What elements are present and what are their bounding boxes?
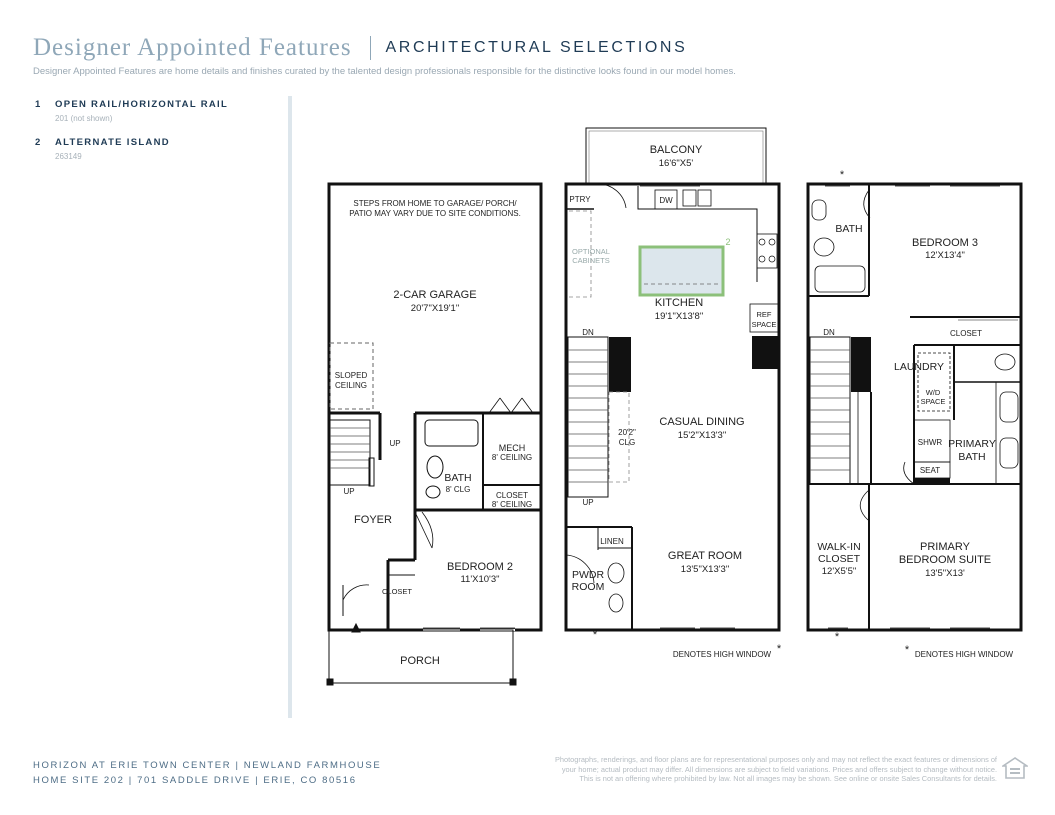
footer-address: HORIZON AT ERIE TOWN CENTER | NEWLAND FA…: [33, 758, 381, 788]
room-name: BALCONY: [650, 144, 703, 156]
high-window-marker: *: [840, 169, 845, 181]
floor-3-labels: * BATH BEDROOM 3 12'X13'4" CLOSET DN LAU…: [817, 169, 1013, 659]
floor-3-outline: [806, 182, 1023, 632]
alternate-island: [638, 245, 725, 297]
legend-label: ALTERNATE ISLAND: [55, 137, 170, 148]
room-dimension: 19'1"X13'8": [655, 311, 703, 322]
room-name: KITCHEN: [655, 297, 703, 309]
appliance-label: SPACE: [752, 320, 777, 329]
legend-number: 1: [35, 99, 41, 110]
appliance-label: REF: [757, 310, 772, 319]
community-name: HORIZON AT ERIE TOWN CENTER | NEWLAND FA…: [33, 760, 382, 771]
room-name: FOYER: [354, 514, 392, 526]
vertical-divider: [288, 96, 292, 718]
floor-1-plan: [326, 182, 543, 686]
steps-note: STEPS FROM HOME TO GARAGE/ PORCH/: [353, 199, 517, 208]
disclaimer-line: This is not an offering where prohibited…: [579, 774, 997, 783]
room-name: GREAT ROOM: [668, 550, 742, 562]
room-name: LINEN: [600, 537, 624, 546]
room-name: CLOSET: [950, 329, 982, 338]
room-name: PTRY: [569, 195, 591, 204]
room-name: CLOSET: [382, 587, 412, 596]
room-name: PWDR: [572, 569, 604, 581]
room-name: PRIMARY: [948, 438, 996, 450]
room-name: CASUAL DINING: [659, 416, 744, 428]
appliance-label: W/D: [926, 388, 941, 397]
room-name: 2-CAR GARAGE: [393, 289, 476, 301]
legend-item: 2 ALTERNATE ISLAND 263149: [35, 137, 275, 161]
floor-2-outline: [564, 182, 781, 632]
appliance-label: DW: [659, 196, 673, 205]
legend-code: 263149: [55, 152, 82, 161]
room-name: PORCH: [400, 655, 440, 667]
steps-note: PATIO MAY VARY DUE TO SITE CONDITIONS.: [349, 209, 521, 218]
room-dimension: 11'X10'3": [460, 574, 499, 585]
high-window-marker: *: [905, 644, 910, 656]
appliance-label: SPACE: [921, 397, 946, 406]
ceiling-note: 8' CEILING: [492, 500, 532, 509]
room-name: BEDROOM 2: [447, 561, 513, 573]
high-window-note: DENOTES HIGH WINDOW: [915, 650, 1014, 659]
ceiling-note: SLOPED: [335, 371, 368, 380]
high-window-marker: *: [835, 631, 840, 643]
room-dimension: 15'2"X13'3": [678, 430, 726, 441]
stair-label: UP: [389, 439, 400, 448]
floor-2-labels: BALCONY 16'6"X5' PTRY DW OPTIONAL CABINE…: [569, 144, 781, 659]
optional-note: CABINETS: [572, 256, 610, 265]
page-title: Designer Appointed Features: [33, 34, 352, 61]
disclaimer-line: your home; actual product may differ. Al…: [561, 764, 997, 774]
floor-3-plan: [806, 182, 1023, 632]
room-name: PRIMARY: [920, 541, 971, 553]
disclaimer-line: Photographs, renderings, and floor plans…: [554, 755, 997, 764]
legend-label: OPEN RAIL/HORIZONTAL RAIL: [55, 99, 229, 110]
room-dimension: 20'7"X19'1": [411, 303, 459, 314]
stair-label: UP: [343, 487, 354, 496]
equal-housing-icon: [1002, 757, 1028, 779]
page-description: Designer Appointed Features are home det…: [33, 66, 736, 77]
island-marker: 2: [725, 237, 730, 247]
room-name: BATH: [444, 472, 471, 484]
room-name: BATH: [835, 223, 862, 235]
stair-label: DN: [582, 328, 594, 337]
optional-note: OPTIONAL: [572, 247, 610, 256]
legend-number: 2: [35, 137, 41, 148]
room-name: BEDROOM 3: [912, 237, 978, 249]
ceiling-note: 20'2": [618, 428, 636, 437]
legend-item: 1 OPEN RAIL/HORIZONTAL RAIL 201 (not sho…: [35, 99, 275, 123]
stair-label: UP: [582, 498, 593, 507]
room-name: BATH: [958, 451, 985, 463]
room-name: BEDROOM SUITE: [899, 554, 991, 566]
room-dimension: 12'X13'4": [925, 250, 965, 261]
home-site-address: HOME SITE 202 | 701 SADDLE DRIVE | ERIE,…: [33, 775, 357, 786]
room-name: CLOSET: [818, 553, 861, 565]
selection-legend: 1 OPEN RAIL/HORIZONTAL RAIL 201 (not sho…: [35, 99, 275, 175]
footer-disclaimer: Photographs, renderings, and floor plans…: [520, 755, 997, 784]
stair-label: DN: [823, 328, 835, 337]
room-dimension: 16'6"X5': [659, 158, 694, 169]
high-window-note: DENOTES HIGH WINDOW: [673, 650, 772, 659]
fixture-label: SEAT: [920, 466, 940, 475]
room-name: LAUNDRY: [894, 361, 944, 373]
ceiling-note: CLG: [619, 438, 635, 447]
page-header: Designer Appointed Features ARCHITECTURA…: [33, 34, 1033, 62]
ceiling-note: 8' CLG: [446, 485, 471, 494]
ceiling-note: CEILING: [335, 381, 367, 390]
high-window-marker: *: [593, 629, 598, 641]
room-name: MECH: [499, 443, 526, 453]
room-name: CLOSET: [496, 491, 528, 500]
ceiling-note: 8' CEILING: [492, 453, 532, 462]
room-dimension: 13'5"X13'3": [681, 564, 729, 575]
legend-code: 201 (not shown): [55, 114, 113, 123]
high-window-marker: *: [777, 643, 782, 655]
room-name: WALK-IN: [817, 541, 860, 553]
floor-2-plan: [564, 127, 781, 632]
room-name: ROOM: [572, 581, 605, 593]
room-dimension: 12'X5'5": [822, 566, 856, 577]
room-dimension: 13'5"X13': [925, 568, 965, 579]
fixture-label: SHWR: [918, 438, 943, 447]
title-divider: [370, 36, 372, 60]
floor-1-labels: STEPS FROM HOME TO GARAGE/ PORCH/ PATIO …: [335, 199, 532, 667]
page-subtitle: ARCHITECTURAL SELECTIONS: [385, 39, 688, 56]
